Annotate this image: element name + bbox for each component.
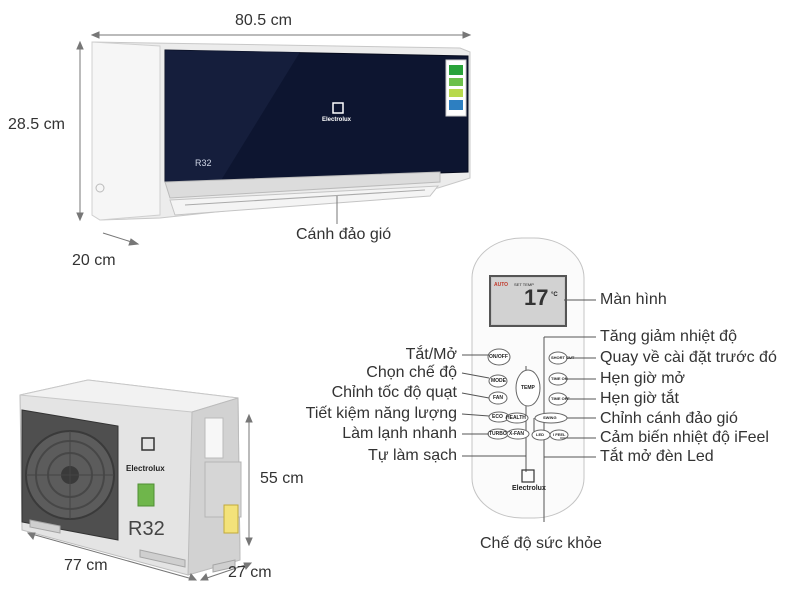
outdoor-depth-label: 27 cm: [228, 564, 272, 581]
remote-btn-ifeel: I FEEL: [553, 432, 566, 437]
outdoor-refrigerant-label: R32: [128, 518, 165, 540]
callout-temp-adjust: Tăng giảm nhiệt độ: [600, 328, 737, 345]
remote-btn-health: HEALTH: [506, 415, 526, 421]
callout-shortcut: Quay về cài đặt trước đó: [600, 349, 777, 366]
callout-swing: Chỉnh cánh đảo gió: [600, 410, 738, 427]
remote-buttons: [487, 348, 569, 441]
callout-screen: Màn hình: [600, 291, 667, 308]
indoor-height-label: 28.5 cm: [8, 116, 65, 133]
indoor-depth-label: 20 cm: [72, 252, 116, 269]
remote-btn-timer-on: TIME ON: [551, 376, 568, 381]
outdoor-height-label: 55 cm: [260, 470, 304, 487]
callout-clean: Tự làm sạch: [368, 447, 457, 464]
remote-display-note: SET TEMP: [514, 282, 534, 287]
remote-btn-turbo: TURBO: [489, 431, 507, 437]
remote-btn-led: LED: [536, 432, 544, 437]
remote-btn-eco: ECO: [492, 414, 503, 420]
indoor-width-label: 80.5 cm: [235, 12, 292, 29]
dimension-lines-indoor: [76, 31, 472, 246]
indoor-refrigerant-label: R32: [195, 158, 212, 168]
callout-eco: Tiết kiệm năng lượng: [305, 405, 457, 422]
callout-mode: Chọn chế độ: [366, 364, 457, 381]
remote-btn-xfan: X-FAN: [509, 431, 524, 437]
remote-display-mode: AUTO: [494, 282, 509, 288]
callout-leaders: [461, 299, 596, 458]
remote-display-temp: 17: [524, 285, 549, 310]
callout-timer-on: Hẹn giờ mở: [600, 370, 686, 387]
remote-btn-swing: SWING: [543, 415, 557, 420]
callout-turbo: Làm lạnh nhanh: [342, 425, 457, 442]
outdoor-width-label: 77 cm: [64, 557, 108, 574]
remote-display-unit: °C: [551, 292, 558, 298]
callout-timer-off: Hẹn giờ tắt: [600, 390, 679, 407]
outdoor-brand-logo: Electrolux: [126, 464, 165, 473]
callout-led: Tắt mở đèn Led: [600, 448, 714, 465]
dimension-lines-outdoor: [26, 413, 253, 581]
indoor-brand-logo: Electrolux: [322, 117, 352, 123]
remote-btn-fan: FAN: [493, 395, 503, 401]
remote-btn-onoff: ON/OFF: [489, 354, 508, 360]
remote-btn-timer-off: TIME OFF: [551, 396, 570, 401]
remote-btn-mode: MODE: [491, 378, 506, 384]
louver-callout: Cánh đảo gió: [296, 226, 392, 243]
callout-fan: Chỉnh tốc độ quạt: [331, 384, 457, 401]
remote-btn-shortcut: SHORT CUT: [551, 355, 575, 360]
callout-health: Chế độ sức khỏe: [480, 535, 602, 552]
callout-ifeel: Cảm biến nhiệt độ iFeel: [600, 429, 769, 446]
remote-brand-logo: Electrolux: [512, 485, 546, 492]
indoor-unit: [91, 41, 471, 224]
outdoor-unit: [19, 379, 242, 576]
callout-power: Tắt/Mở: [405, 346, 457, 363]
remote-btn-temp: TEMP: [521, 385, 535, 391]
